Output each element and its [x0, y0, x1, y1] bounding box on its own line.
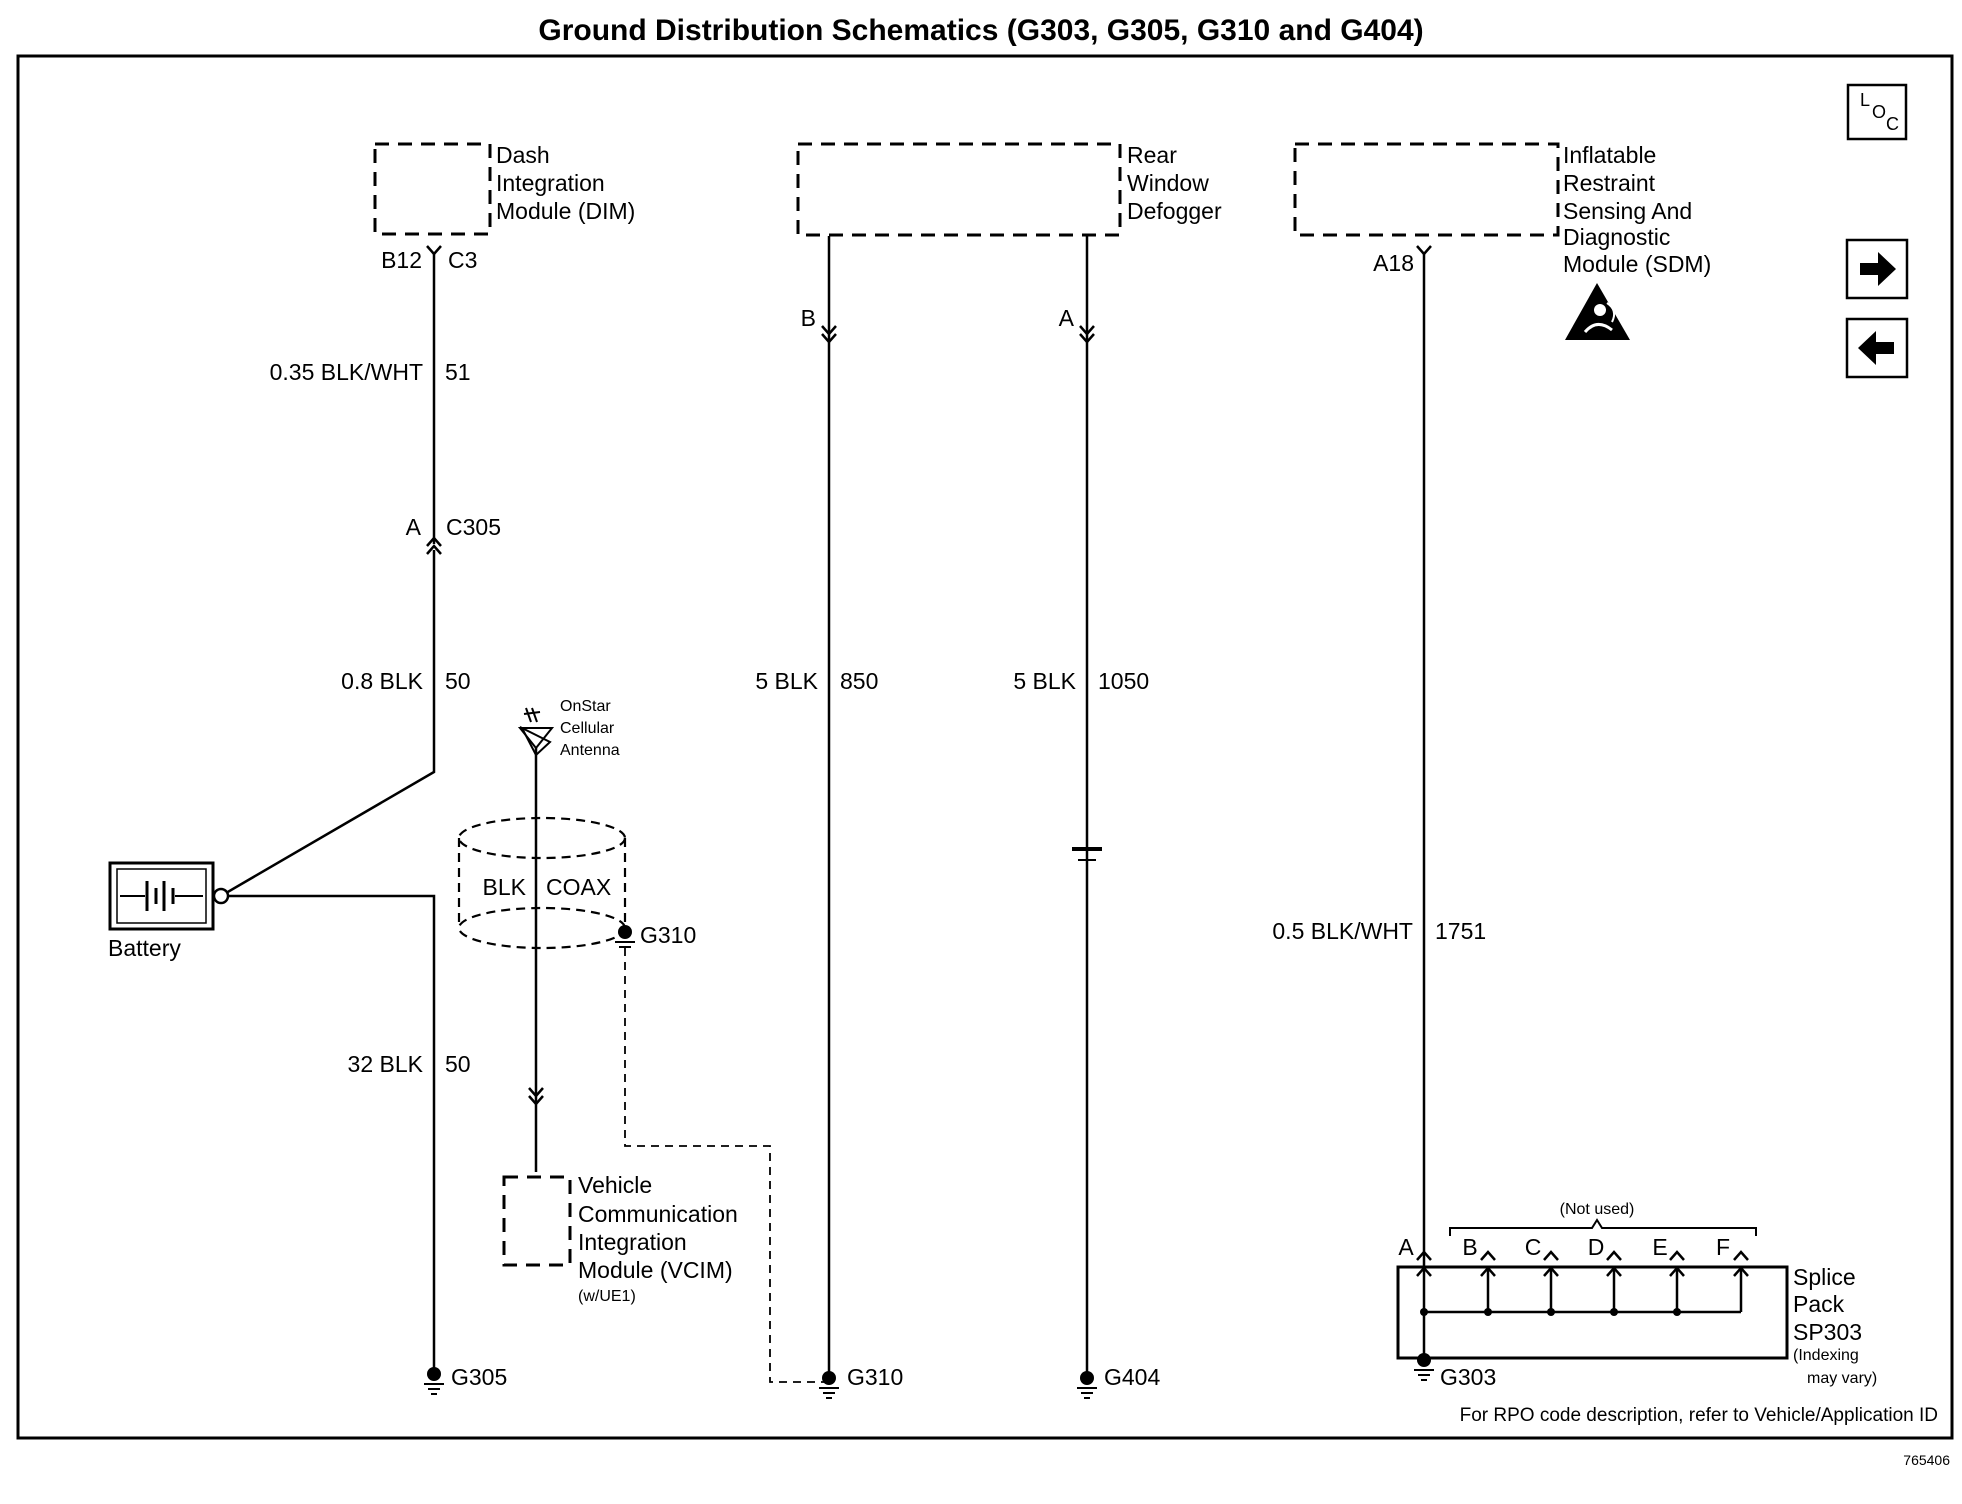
- splice-pin-b: B: [1462, 1234, 1477, 1260]
- dim-connector-label: C3: [448, 247, 477, 273]
- sdm-name-line-1: Inflatable: [1563, 142, 1656, 168]
- dim-module-box: [373, 142, 492, 236]
- loc-letter-l: L: [1860, 90, 1870, 110]
- vcim-name-line-3: Integration: [578, 1229, 687, 1255]
- splice-note-line-1: (Indexing: [1793, 1347, 1859, 1364]
- c305-connector: [426, 536, 442, 555]
- dim-pin-label: B12: [381, 247, 422, 273]
- defogger-module-box: [796, 142, 1122, 237]
- defogger-a-terminal: [1079, 325, 1095, 344]
- vcim-name-line-1: Vehicle: [578, 1172, 652, 1198]
- figure-id: 765406: [1903, 1452, 1950, 1468]
- previous-page-button[interactable]: [1845, 317, 1909, 379]
- dim-name-line-2: Integration: [496, 170, 605, 196]
- g404-ground-symbol: [1077, 1371, 1097, 1399]
- vcim-name-line-2: Communication: [578, 1201, 738, 1227]
- splice-internal-bus: [1416, 1266, 1749, 1360]
- g310-shield-ground-symbol: [615, 925, 635, 948]
- splice-name-line-2: Pack: [1793, 1291, 1845, 1317]
- defog-b-circuit: 850: [840, 668, 878, 694]
- defogger-b-terminal: [821, 325, 837, 344]
- c305-name-label: C305: [446, 514, 501, 540]
- battery-ground-gauge: 32 BLK: [348, 1051, 424, 1077]
- battery-symbol: [108, 861, 215, 931]
- dim-name-line-3: Module (DIM): [496, 198, 635, 224]
- page-title: Ground Distribution Schematics (G303, G3…: [538, 14, 1423, 47]
- splice-pin-f: F: [1716, 1234, 1730, 1260]
- defogger-name-line-2: Window: [1127, 170, 1209, 196]
- battery-terminal: [212, 887, 230, 905]
- g310-ground-symbol: [819, 1371, 839, 1399]
- sdm-name-line-2: Restraint: [1563, 170, 1656, 196]
- sdm-pin-label: A18: [1373, 250, 1414, 276]
- defogger-name-line-1: Rear: [1127, 142, 1177, 168]
- battery-ground-wire: [228, 894, 436, 1368]
- dim-name-line-1: Dash: [496, 142, 550, 168]
- dim-terminal: [426, 245, 442, 256]
- location-view-button[interactable]: L O C: [1846, 83, 1908, 141]
- next-page-button[interactable]: [1845, 238, 1909, 300]
- arrow-right-icon: [1860, 252, 1896, 286]
- cable-color-label: BLK: [483, 874, 527, 900]
- g305-ground-symbol: [424, 1367, 444, 1395]
- antenna-name-line-3: Antenna: [560, 742, 620, 759]
- defogger-pin-a: A: [1059, 305, 1075, 331]
- cable-type-label: COAX: [546, 874, 611, 900]
- g310-label: G310: [847, 1364, 903, 1390]
- splice-pin-d: D: [1588, 1234, 1605, 1260]
- antenna-name-line-1: OnStar: [560, 698, 611, 715]
- dim-lower-circuit: 50: [445, 668, 471, 694]
- defogger-name-line-3: Defogger: [1127, 198, 1222, 224]
- vcim-name-line-4: Module (VCIM): [578, 1257, 733, 1283]
- onstar-antenna-symbol: [517, 707, 555, 757]
- g303-label: G303: [1440, 1364, 1496, 1390]
- dim-lower-gauge: 0.8 BLK: [341, 668, 423, 694]
- g305-label: G305: [451, 1364, 507, 1390]
- dim-wire-lower: [225, 550, 436, 895]
- splice-pin-a: A: [1398, 1234, 1414, 1260]
- antenna-name-line-2: Cellular: [560, 720, 615, 737]
- defog-b-gauge: 5 BLK: [755, 668, 818, 694]
- sdm-module-box: [1293, 142, 1560, 237]
- not-used-bracket: [1449, 1218, 1757, 1236]
- splice-name-line-1: Splice: [1793, 1264, 1856, 1290]
- defogger-stud-symbol: [1072, 847, 1102, 861]
- shield-drain-wire: [624, 948, 826, 1383]
- sdm-name-line-3: Sensing And: [1563, 198, 1692, 224]
- sdm-name-line-5: Module (SDM): [1563, 251, 1711, 277]
- diagram-frame: [16, 54, 1954, 1440]
- defogger-pin-b: B: [801, 305, 816, 331]
- splice-not-used-label: (Not used): [1560, 1201, 1635, 1218]
- battery-label: Battery: [108, 935, 181, 961]
- splice-pin-c: C: [1525, 1234, 1542, 1260]
- dim-upper-gauge: 0.35 BLK/WHT: [270, 359, 423, 385]
- sdm-name-line-4: Diagnostic: [1563, 224, 1670, 250]
- vcim-module-box: [502, 1175, 572, 1267]
- airbag-warning-icon: [1565, 283, 1630, 340]
- vcim-terminal: [528, 1087, 544, 1106]
- sdm-wire-circuit: 1751: [1435, 918, 1486, 944]
- splice-pin-terminals: [1416, 1250, 1749, 1261]
- splice-name-line-3: SP303: [1793, 1319, 1862, 1345]
- battery-ground-circuit: 50: [445, 1051, 471, 1077]
- g404-label: G404: [1104, 1364, 1160, 1390]
- loc-letter-o: O: [1872, 102, 1886, 122]
- sdm-wire-gauge: 0.5 BLK/WHT: [1272, 918, 1413, 944]
- loc-letter-c: C: [1886, 114, 1899, 134]
- sdm-terminal: [1416, 245, 1432, 256]
- g303-ground-symbol: [1414, 1353, 1434, 1381]
- defog-a-circuit: 1050: [1098, 668, 1149, 694]
- dim-upper-circuit: 51: [445, 359, 471, 385]
- defog-a-gauge: 5 BLK: [1013, 668, 1076, 694]
- vcim-option-label: (w/UE1): [578, 1288, 636, 1305]
- arrow-left-icon: [1858, 331, 1894, 365]
- splice-note-line-2: may vary): [1807, 1370, 1877, 1387]
- c305-pin-label: A: [406, 514, 422, 540]
- g310-shield-label: G310: [640, 922, 696, 948]
- rpo-footer-note: For RPO code description, refer to Vehic…: [1460, 1405, 1938, 1426]
- splice-pin-e: E: [1652, 1234, 1667, 1260]
